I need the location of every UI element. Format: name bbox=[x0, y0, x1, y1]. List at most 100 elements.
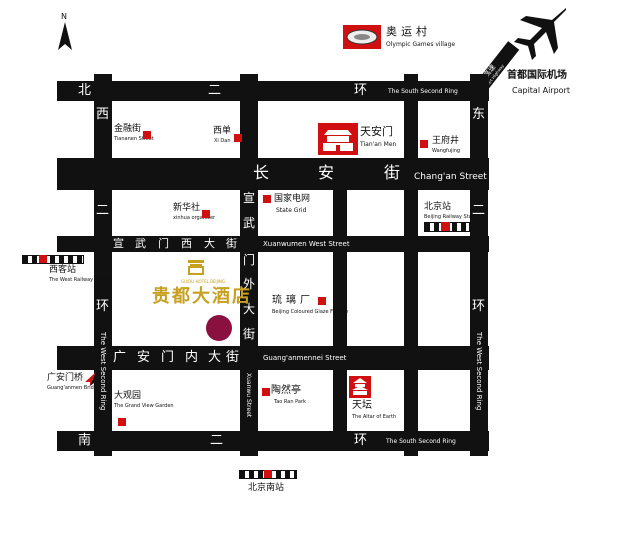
south-ring-char-2: 二 bbox=[210, 433, 224, 448]
xwm-out-label-en: Xuanwu Street bbox=[245, 373, 252, 418]
west-ring-char-3: 环 bbox=[96, 299, 110, 314]
west-station-label-en: The West Railway Station bbox=[49, 277, 113, 283]
west-ring-char-1: 西 bbox=[96, 107, 110, 122]
jinrongjie-label-cn: 金融街 bbox=[114, 124, 142, 134]
xwm-west-char-4: 西 bbox=[181, 237, 192, 250]
jinrongjie-label-en: Tiananen Street bbox=[114, 136, 154, 142]
gam-bridge-label-cn: 广安门桥 bbox=[47, 373, 84, 383]
taoranting-label-en: Tao Ran Park bbox=[274, 399, 306, 405]
south-ring-label-en: The South Second Ring bbox=[386, 438, 456, 445]
xwm-out-char-2: 武 bbox=[243, 216, 256, 230]
south-ring-char-3: 环 bbox=[354, 433, 368, 448]
east-ring-char-1: 东 bbox=[472, 107, 486, 122]
liulichang-marker bbox=[318, 297, 326, 305]
taoranting-marker bbox=[262, 388, 270, 396]
stategrid-label-en: State Grid bbox=[276, 207, 307, 214]
beijing-station-label-en: Beijing Railway Station bbox=[424, 214, 482, 220]
changan-char-1: 长 bbox=[253, 163, 270, 182]
gam-char-1: 广 bbox=[113, 350, 127, 365]
liulichang-label-cn: 琉璃厂 bbox=[272, 295, 314, 306]
south-ring-char-1: 南 bbox=[78, 433, 92, 448]
hotel-label-cn: 贵都大酒店 bbox=[152, 286, 252, 307]
stadium-icon bbox=[346, 29, 378, 45]
tiananmen-label-en: Tian'an Men bbox=[360, 141, 397, 148]
daguanyuan-label-cn: 大观园 bbox=[114, 391, 142, 401]
west-ring-label-en: The West Second Ring bbox=[99, 332, 107, 411]
north-arrow-icon bbox=[58, 22, 72, 50]
gam-char-2: 安 bbox=[137, 350, 151, 365]
east-ring-label-en: The West Second Ring bbox=[475, 332, 483, 411]
xwm-west-char-2: 武 bbox=[135, 237, 146, 250]
xidan-label-en: Xi Dan bbox=[214, 138, 231, 144]
tiananmen-marker bbox=[318, 123, 358, 155]
xwm-west-char-3: 门 bbox=[158, 237, 169, 250]
tiantan-marker bbox=[349, 376, 371, 398]
north-ring-char-3: 环 bbox=[354, 83, 368, 98]
gam-char-3: 门 bbox=[161, 350, 175, 365]
xwm-west-char-6: 街 bbox=[226, 237, 237, 250]
west-ring-char-2: 二 bbox=[96, 203, 110, 218]
airport-label-cn: 首都国际机场 bbox=[507, 70, 567, 81]
xwm-out-char-4: 外 bbox=[243, 277, 256, 291]
airport-label-en: Capital Airport bbox=[512, 86, 570, 95]
xuanwumen-outer-street bbox=[240, 74, 258, 456]
olympic-marker bbox=[343, 25, 381, 49]
beijing-station-marker bbox=[441, 222, 450, 231]
xwm-out-char-5: 大 bbox=[243, 302, 256, 316]
gam-char-5: 大 bbox=[208, 350, 222, 365]
gam-char-6: 街 bbox=[226, 350, 240, 365]
north-arrow: N bbox=[58, 12, 72, 52]
south-second-ring bbox=[57, 431, 489, 451]
jinrongjie-marker bbox=[143, 131, 151, 139]
south-station-marker bbox=[264, 470, 272, 478]
xwm-out-char-6: 街 bbox=[243, 327, 256, 341]
changan-char-2: 安 bbox=[318, 163, 335, 182]
xwm-west-label-en: Xuanwumen West Street bbox=[263, 240, 350, 248]
west-station-rail-icon bbox=[22, 255, 84, 264]
north-ring-label-en: The South Second Ring bbox=[388, 88, 458, 95]
liulichang-label-en: Beijing Coloured Glaze Factory bbox=[272, 309, 349, 315]
xinhua-marker bbox=[202, 210, 210, 218]
xuanwumen-west-street bbox=[57, 236, 489, 252]
vertical-road-east bbox=[404, 74, 418, 456]
wangfujing-label-en: Wangfujing bbox=[432, 148, 461, 154]
east-ring-char-3: 环 bbox=[472, 299, 486, 314]
gate-tower-icon bbox=[323, 130, 353, 151]
wangfujing-label-cn: 王府井 bbox=[432, 136, 460, 146]
south-station-label-cn: 北京南站 bbox=[248, 483, 285, 493]
airplane-icon bbox=[514, 8, 566, 60]
olympic-label-cn: 奥运村 bbox=[386, 25, 431, 38]
xidan-label-cn: 西单 bbox=[213, 126, 232, 136]
xwm-west-char-1: 宣 bbox=[113, 237, 124, 250]
tiantan-label-en: The Altar of Earth bbox=[352, 414, 397, 420]
north-ring-char-2: 二 bbox=[208, 83, 222, 98]
olympic-label-en: Olympic Games village bbox=[386, 41, 456, 48]
gam-label-en: Guang'anmennei Street bbox=[263, 354, 347, 362]
stategrid-marker bbox=[263, 195, 271, 203]
taoranting-label-cn: 陶然亭 bbox=[271, 385, 301, 396]
xwm-out-char-3: 门 bbox=[243, 253, 256, 267]
wangfujing-marker bbox=[420, 140, 428, 148]
tiananmen-label-cn: 天安门 bbox=[360, 125, 393, 138]
bridge-arrow-icon bbox=[85, 372, 96, 386]
xidan-marker bbox=[234, 134, 242, 142]
beijing-station-rail-icon bbox=[424, 222, 470, 232]
hotel-logo-icon bbox=[188, 260, 204, 275]
gam-char-4: 内 bbox=[185, 350, 199, 365]
west-station-label-cn: 西客站 bbox=[49, 265, 77, 275]
xwm-west-char-5: 大 bbox=[204, 237, 215, 250]
hotel-label-en: GUIDU HOTEL BEIJING bbox=[181, 279, 226, 284]
xwm-out-char-1: 宣 bbox=[243, 191, 256, 205]
east-ring-char-2: 二 bbox=[472, 203, 486, 218]
beijing-station-label-cn: 北京站 bbox=[424, 202, 452, 212]
vertical-road-center bbox=[333, 190, 347, 435]
tiantan-label-cn: 天坛 bbox=[352, 400, 372, 411]
west-station-marker bbox=[39, 255, 47, 263]
south-station-rail-icon bbox=[239, 470, 297, 479]
daguanyuan-label-en: The Grand View Garden bbox=[114, 403, 174, 409]
stategrid-label-cn: 国家电网 bbox=[274, 194, 311, 204]
north-second-ring bbox=[57, 81, 489, 101]
gam-bridge-label-en: Guang'anmen Bridge bbox=[47, 385, 101, 391]
daguanyuan-marker bbox=[118, 418, 126, 426]
